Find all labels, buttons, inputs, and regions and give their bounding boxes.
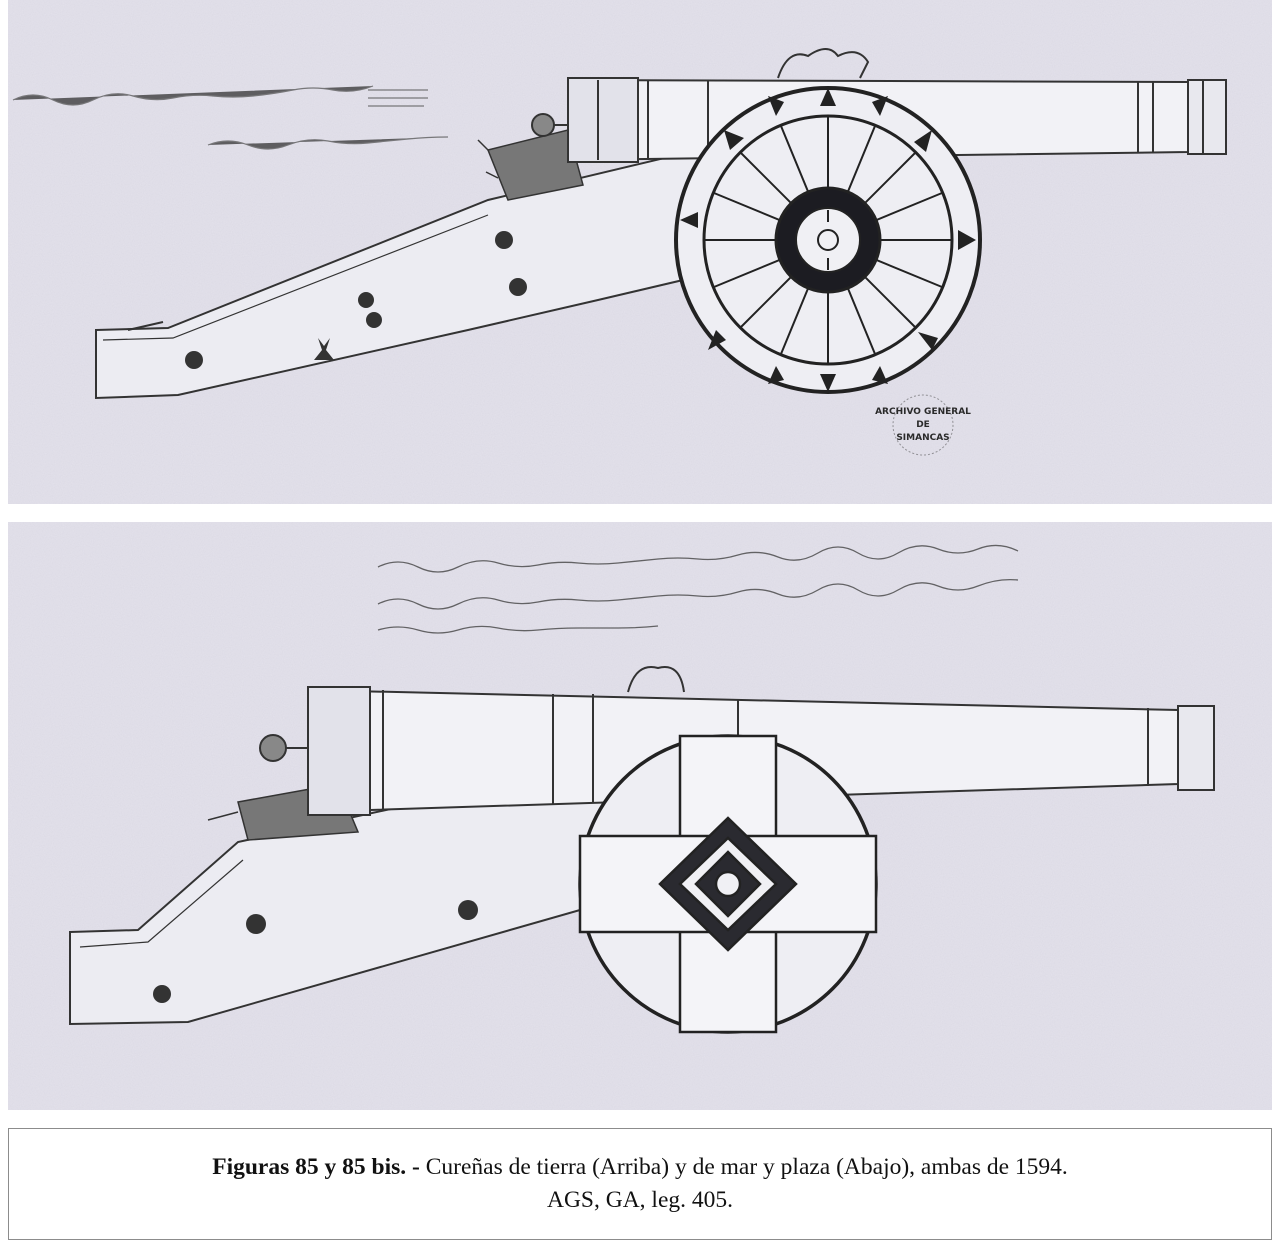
handwritten-notes — [377, 544, 1019, 634]
archive-stamp: ARCHIVO GENERAL DE SIMANCAS — [875, 394, 971, 456]
carriage-ornaments — [185, 231, 527, 369]
handwritten-notes — [12, 85, 449, 150]
cascabel-knob — [259, 734, 308, 762]
caption-reference: AGS, GA, leg. 405. — [546, 1187, 734, 1213]
solid-cross-wheel — [578, 734, 878, 1034]
figure-caption: Figuras 85 y 85 bis. - Cureñas de tierra… — [8, 1128, 1272, 1240]
cascabel-knob — [531, 113, 568, 137]
naval-carriage-illustration — [8, 522, 1272, 1110]
top-cannon-drawing: ARCHIVO GENERAL DE SIMANCAS — [8, 0, 1272, 504]
field-carriage-illustration: ARCHIVO GENERAL DE SIMANCAS — [8, 0, 1272, 504]
bottom-cannon-drawing — [8, 522, 1272, 1110]
barrel-handles — [627, 666, 685, 693]
barrel-handles — [777, 48, 870, 79]
caption-line-1: Figuras 85 y 85 bis. - Cureñas de tierra… — [212, 1151, 1068, 1184]
caption-label: Figuras 85 y 85 bis. - — [212, 1154, 420, 1180]
stamp-line-2: DE — [916, 420, 930, 430]
carriage-ornaments — [153, 900, 478, 1003]
caption-text: Cureñas de tierra (Arriba) y de mar y pl… — [419, 1154, 1068, 1180]
stamp-line-3: SIMANCAS — [896, 433, 949, 443]
stamp-line-1: ARCHIVO GENERAL — [875, 407, 971, 417]
spoked-wheel — [674, 86, 982, 394]
